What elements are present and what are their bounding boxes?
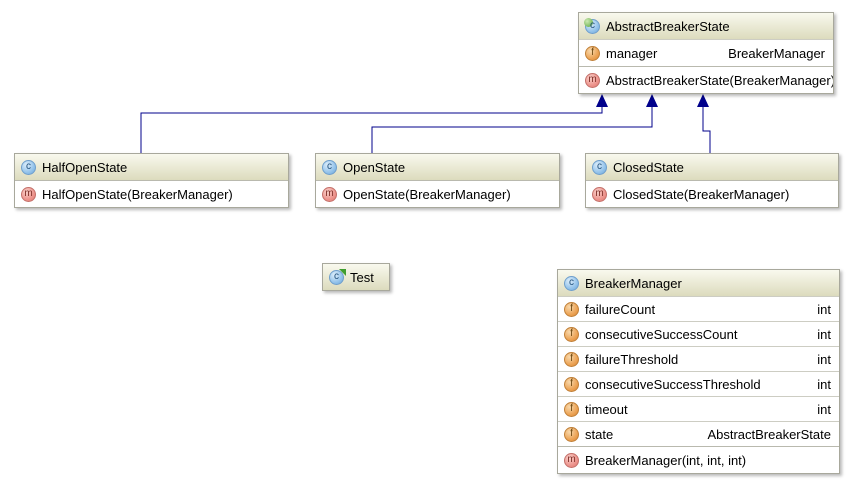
class-header[interactable]: c OpenState bbox=[316, 154, 559, 180]
edge-halfopenstate-inheritance-arrow[interactable] bbox=[140, 94, 608, 154]
class-node-breakermanager[interactable]: c BreakerManager f failureCount int f co… bbox=[557, 269, 840, 474]
class-header[interactable]: c Test bbox=[323, 264, 389, 290]
field-row[interactable]: f state AbstractBreakerState bbox=[558, 421, 839, 446]
inheritance-arrowhead-icon bbox=[697, 94, 709, 107]
method-row[interactable]: m BreakerManager(int, int, int) bbox=[558, 446, 839, 473]
class-header[interactable]: c ClosedState bbox=[586, 154, 838, 180]
edge-line bbox=[140, 107, 603, 154]
field-row[interactable]: f manager BreakerManager bbox=[579, 39, 833, 66]
field-name: manager bbox=[606, 45, 658, 61]
edge-openstate-inheritance-arrow[interactable] bbox=[371, 94, 658, 154]
field-row[interactable]: f failureCount int bbox=[558, 296, 839, 321]
field-type: int bbox=[817, 351, 831, 367]
method-signature: HalfOpenState(BreakerManager) bbox=[42, 186, 233, 202]
method-icon: m bbox=[592, 186, 607, 202]
icon-letter: f bbox=[570, 428, 573, 439]
icon-letter: c bbox=[26, 161, 31, 172]
method-signature: BreakerManager(int, int, int) bbox=[585, 452, 747, 468]
class-node-halfopenstate[interactable]: c HalfOpenState m HalfOpenState(BreakerM… bbox=[14, 153, 289, 208]
field-name: state bbox=[585, 426, 614, 442]
icon-letter: f bbox=[570, 328, 573, 339]
class-icon: c bbox=[564, 275, 579, 291]
field-type: int bbox=[817, 376, 831, 392]
abstract-overlay-icon bbox=[584, 17, 593, 27]
class-name: OpenState bbox=[343, 159, 406, 175]
icon-letter: c bbox=[590, 20, 595, 31]
field-row[interactable]: f failureThreshold int bbox=[558, 346, 839, 371]
icon-letter: m bbox=[325, 188, 334, 199]
field-type: int bbox=[817, 301, 831, 317]
method-row[interactable]: m OpenState(BreakerManager) bbox=[316, 180, 559, 207]
class-icon: c bbox=[322, 159, 337, 175]
method-row[interactable]: m ClosedState(BreakerManager) bbox=[586, 180, 838, 207]
method-signature: ClosedState(BreakerManager) bbox=[613, 186, 790, 202]
class-node-abstractbreakerstate[interactable]: c AbstractBreakerState f manager Breaker… bbox=[578, 12, 834, 94]
field-row[interactable]: f timeout int bbox=[558, 396, 839, 421]
field-name: consecutiveSuccessThreshold bbox=[585, 376, 761, 392]
field-name: consecutiveSuccessCount bbox=[585, 326, 738, 342]
field-icon: f bbox=[564, 426, 579, 442]
field-icon: f bbox=[564, 326, 579, 342]
class-name: ClosedState bbox=[613, 159, 684, 175]
class-name: HalfOpenState bbox=[42, 159, 128, 175]
icon-letter: c bbox=[327, 161, 332, 172]
class-icon: c bbox=[21, 159, 36, 175]
field-row[interactable]: f consecutiveSuccessThreshold int bbox=[558, 371, 839, 396]
class-name: BreakerManager bbox=[585, 275, 682, 291]
class-icon: c bbox=[592, 159, 607, 175]
icon-letter: m bbox=[588, 74, 597, 85]
icon-letter: f bbox=[591, 47, 594, 58]
inheritance-arrowhead-icon bbox=[646, 94, 658, 107]
class-header[interactable]: c HalfOpenState bbox=[15, 154, 288, 180]
class-node-openstate[interactable]: c OpenState m OpenState(BreakerManager) bbox=[315, 153, 560, 208]
run-arrow-overlay-icon bbox=[339, 268, 346, 276]
edge-line bbox=[371, 107, 653, 154]
class-name: AbstractBreakerState bbox=[606, 18, 730, 34]
class-header[interactable]: c BreakerManager bbox=[558, 270, 839, 296]
method-signature: AbstractBreakerState(BreakerManager) bbox=[606, 72, 833, 88]
icon-letter: c bbox=[569, 277, 574, 288]
field-icon: f bbox=[564, 376, 579, 392]
class-node-test[interactable]: c Test bbox=[322, 263, 390, 291]
abstract-class-icon: c bbox=[584, 17, 600, 34]
icon-letter: m bbox=[595, 188, 604, 199]
field-icon: f bbox=[564, 351, 579, 367]
icon-letter: m bbox=[24, 188, 33, 199]
edge-line bbox=[702, 107, 711, 154]
icon-letter: c bbox=[597, 161, 602, 172]
method-icon: m bbox=[585, 72, 600, 88]
icon-letter: f bbox=[570, 353, 573, 364]
field-icon: f bbox=[585, 45, 600, 61]
class-name: Test bbox=[350, 269, 374, 285]
field-name: timeout bbox=[585, 401, 628, 417]
icon-letter: f bbox=[570, 378, 573, 389]
field-type: int bbox=[817, 326, 831, 342]
runnable-class-icon: c bbox=[329, 268, 346, 285]
field-type: BreakerManager bbox=[728, 45, 825, 61]
method-icon: m bbox=[564, 452, 579, 468]
field-icon: f bbox=[564, 401, 579, 417]
method-icon: m bbox=[21, 186, 36, 202]
field-name: failureThreshold bbox=[585, 351, 679, 367]
field-type: int bbox=[817, 401, 831, 417]
field-type: AbstractBreakerState bbox=[707, 426, 831, 442]
field-icon: f bbox=[564, 301, 579, 317]
method-icon: m bbox=[322, 186, 337, 202]
class-node-closedstate[interactable]: c ClosedState m ClosedState(BreakerManag… bbox=[585, 153, 839, 208]
edge-closedstate-inheritance-arrow[interactable] bbox=[697, 94, 711, 154]
method-row[interactable]: m HalfOpenState(BreakerManager) bbox=[15, 180, 288, 207]
icon-letter: f bbox=[570, 303, 573, 314]
field-row[interactable]: f consecutiveSuccessCount int bbox=[558, 321, 839, 346]
class-header[interactable]: c AbstractBreakerState bbox=[579, 13, 833, 39]
icon-letter: f bbox=[570, 403, 573, 414]
icon-letter: m bbox=[567, 454, 576, 465]
field-name: failureCount bbox=[585, 301, 656, 317]
method-row[interactable]: m AbstractBreakerState(BreakerManager) bbox=[579, 66, 833, 93]
method-signature: OpenState(BreakerManager) bbox=[343, 186, 511, 202]
icon-letter: c bbox=[334, 271, 339, 282]
inheritance-arrowhead-icon bbox=[596, 94, 608, 107]
